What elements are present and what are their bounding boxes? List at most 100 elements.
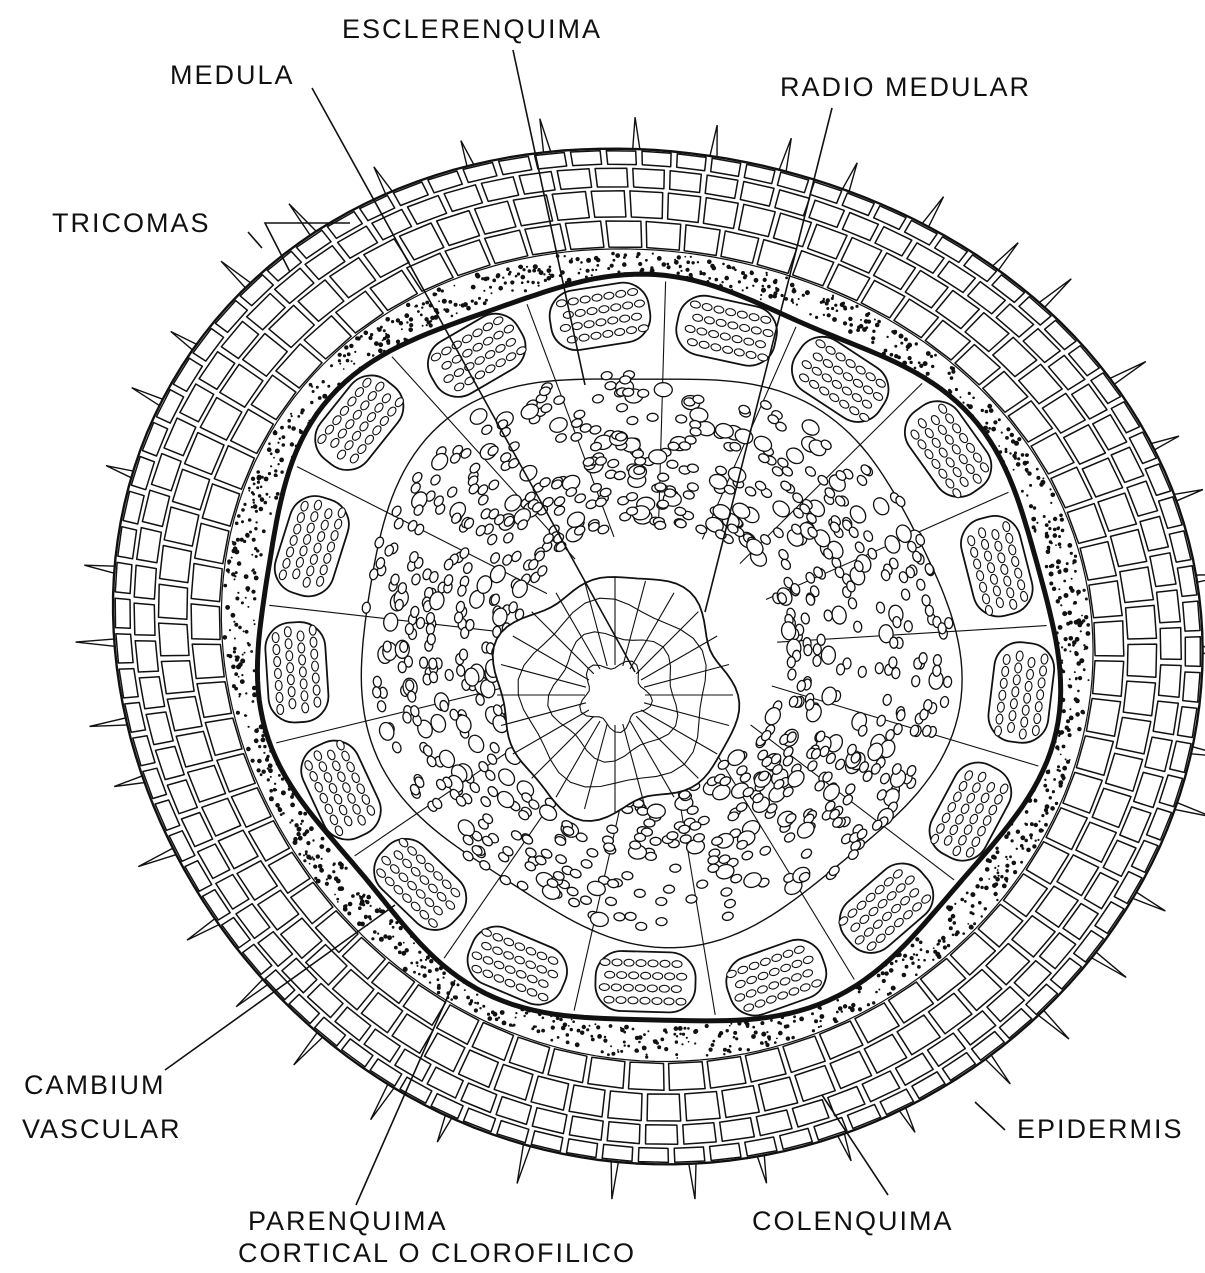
chloroplast-dot <box>457 983 460 986</box>
chloroplast-dot <box>895 960 898 963</box>
chloroplast-dot <box>960 396 962 398</box>
bundle-cell <box>277 704 284 714</box>
chloroplast-dot <box>267 778 270 781</box>
chloroplast-dot <box>521 275 526 280</box>
xylem-cell <box>633 466 645 475</box>
chloroplast-dot <box>591 1038 595 1042</box>
chloroplast-dot <box>1062 766 1067 771</box>
chloroplast-dot <box>1017 457 1020 460</box>
chloroplast-dot <box>251 491 254 494</box>
chloroplast-dot <box>1017 437 1021 441</box>
chloroplast-dot <box>542 1017 545 1020</box>
chloroplast-dot <box>955 933 959 937</box>
chloroplast-dot <box>646 1054 648 1056</box>
epidermal-cell <box>565 221 604 249</box>
chloroplast-dot <box>624 253 627 256</box>
chloroplast-dot <box>1033 506 1036 509</box>
chloroplast-dot <box>300 411 303 414</box>
chloroplast-dot <box>926 351 931 356</box>
chloroplast-dot <box>394 946 398 950</box>
bundle-cell <box>286 663 293 673</box>
chloroplast-dot <box>363 894 366 897</box>
chloroplast-dot <box>838 1006 843 1011</box>
chloroplast-dot <box>377 327 380 330</box>
chloroplast-dot <box>809 313 812 316</box>
label-cambium-line2: VASCULAR <box>22 1114 182 1145</box>
chloroplast-dot <box>923 959 926 962</box>
chloroplast-dot <box>359 902 363 906</box>
chloroplast-dot <box>1064 648 1067 651</box>
chloroplast-dot <box>875 323 880 328</box>
chloroplast-dot <box>843 307 847 311</box>
chloroplast-dot <box>267 447 272 452</box>
chloroplast-dot <box>1005 856 1007 858</box>
chloroplast-dot <box>578 272 581 275</box>
chloroplast-dot <box>290 803 295 808</box>
epidermal-cell <box>683 1123 716 1144</box>
chloroplast-dot <box>841 1010 843 1012</box>
chloroplast-dot <box>488 1016 493 1021</box>
chloroplast-dot <box>848 329 853 334</box>
chloroplast-dot <box>750 270 753 273</box>
chloroplast-dot <box>1074 570 1077 573</box>
chloroplast-dot <box>430 316 435 321</box>
chloroplast-dot <box>1078 676 1082 680</box>
chloroplast-dot <box>290 413 292 415</box>
chloroplast-dot <box>1043 784 1047 788</box>
chloroplast-dot <box>951 370 955 374</box>
chloroplast-dot <box>664 1047 668 1051</box>
bundle-cell <box>617 971 627 978</box>
xylem-cell <box>400 641 408 652</box>
chloroplast-dot <box>233 546 238 551</box>
chloroplast-dot <box>1069 650 1071 652</box>
chloroplast-dot <box>675 1053 678 1056</box>
chloroplast-dot <box>980 886 983 889</box>
chloroplast-dot <box>834 304 837 307</box>
chloroplast-dot <box>269 512 272 515</box>
chloroplast-dot <box>1057 769 1060 772</box>
chloroplast-dot <box>255 555 258 558</box>
chloroplast-dot <box>1053 528 1057 532</box>
chloroplast-dot <box>1083 589 1086 592</box>
chloroplast-dot <box>277 442 279 444</box>
chloroplast-dot <box>1045 565 1048 568</box>
chloroplast-dot <box>576 257 580 261</box>
chloroplast-dot <box>586 269 590 273</box>
chloroplast-dot <box>775 288 779 292</box>
chloroplast-dot <box>890 353 894 357</box>
chloroplast-dot <box>282 435 286 439</box>
chloroplast-dot <box>954 903 956 905</box>
chloroplast-dot <box>557 1036 560 1039</box>
chloroplast-dot <box>1067 543 1072 548</box>
chloroplast-dot <box>790 283 795 288</box>
chloroplast-dot <box>881 971 885 975</box>
chloroplast-dot <box>485 299 488 302</box>
xylem-cell <box>459 649 467 660</box>
chloroplast-dot <box>596 1025 600 1029</box>
xylem-cell <box>657 500 668 509</box>
chloroplast-dot <box>697 261 699 263</box>
chloroplast-dot <box>679 1033 682 1036</box>
chloroplast-dot <box>392 926 395 929</box>
chloroplast-dot <box>234 638 236 640</box>
chloroplast-dot <box>531 281 534 284</box>
chloroplast-dot <box>791 1036 794 1039</box>
chloroplast-dot <box>607 267 610 270</box>
label-esclerenquima: ESCLERENQUIMA <box>342 14 602 45</box>
chloroplast-dot <box>374 341 379 346</box>
epidermal-cell <box>630 191 663 219</box>
chloroplast-dot <box>865 326 868 329</box>
chloroplast-dot <box>1061 529 1065 533</box>
chloroplast-dot <box>268 763 273 768</box>
chloroplast-dot <box>454 285 456 287</box>
chloroplast-dot <box>776 1038 778 1040</box>
chloroplast-dot <box>601 1050 604 1053</box>
chloroplast-dot <box>1012 454 1016 458</box>
chloroplast-dot <box>674 1026 679 1031</box>
chloroplast-dot <box>511 289 514 292</box>
chloroplast-dot <box>298 811 302 815</box>
chloroplast-dot <box>920 948 923 951</box>
chloroplast-dot <box>993 892 997 896</box>
chloroplast-dot <box>1039 828 1044 833</box>
chloroplast-dot <box>476 994 478 996</box>
